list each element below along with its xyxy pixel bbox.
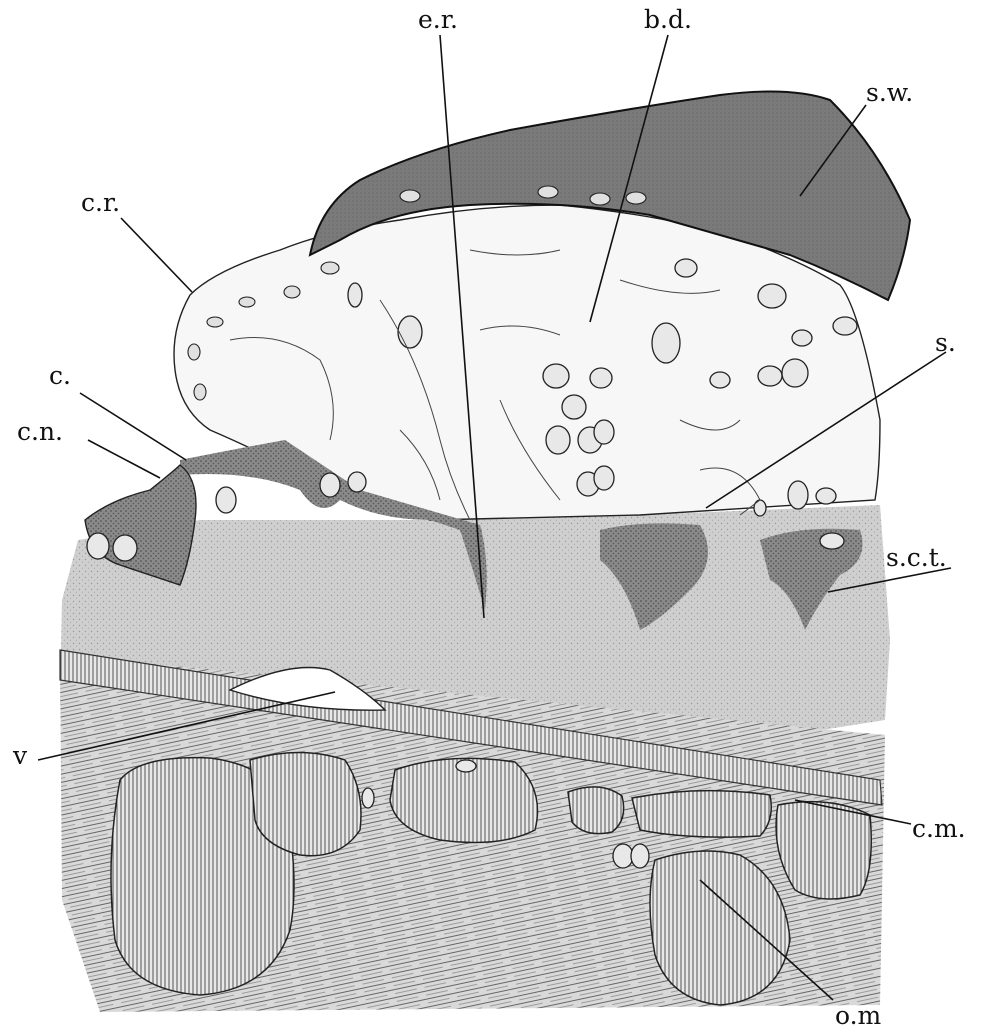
- label-s: s.: [935, 328, 956, 357]
- label-cr: c.r.: [81, 188, 120, 217]
- label-cn: c.n.: [17, 417, 63, 446]
- label-sct: s.c.t.: [886, 543, 947, 572]
- label-v: v: [12, 741, 28, 770]
- label-cm: c.m.: [912, 814, 966, 843]
- label-c: c.: [49, 361, 71, 390]
- label-bd: b.d.: [644, 5, 692, 34]
- label-er: e.r.: [418, 5, 458, 34]
- label-sw: s.w.: [866, 78, 913, 107]
- label-om: o.m: [835, 1001, 882, 1030]
